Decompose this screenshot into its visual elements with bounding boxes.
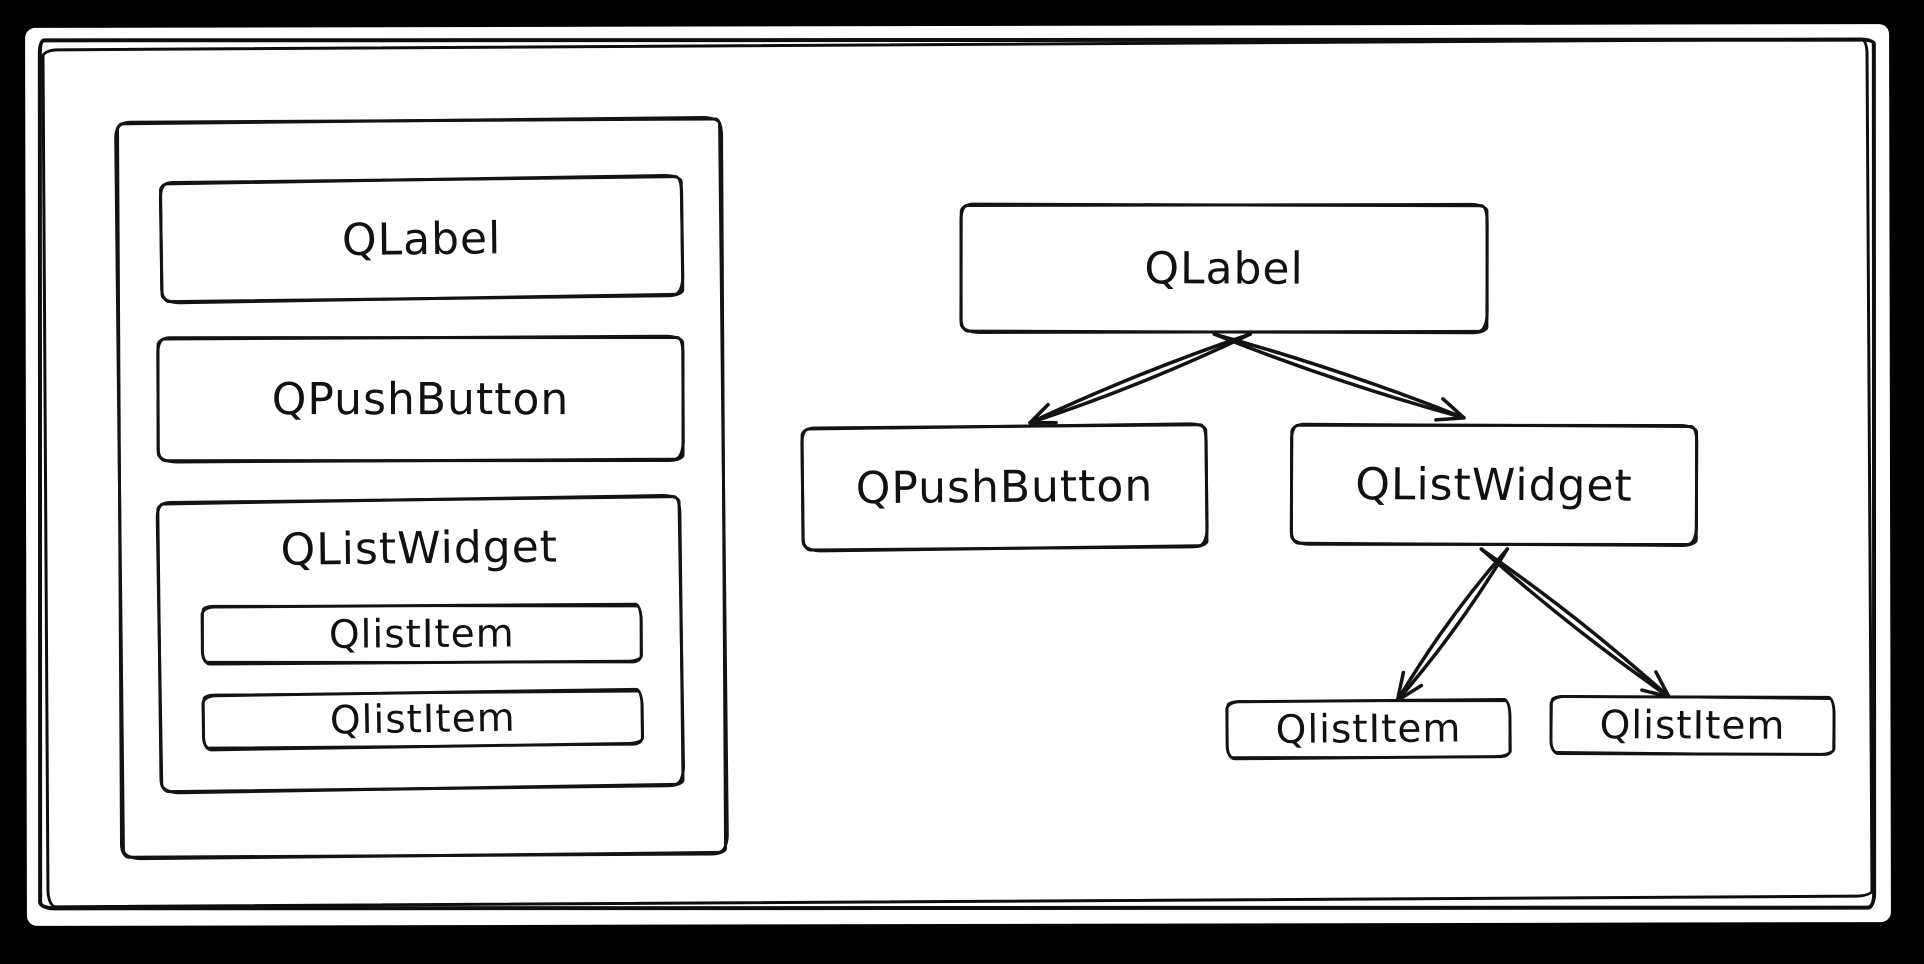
page: QLabel QPushButton QListWidget QlistItem… [25,24,1891,926]
arrow-qlistwidget-to-qlistitem-left [1395,547,1510,703]
tree-qlabel-box: QLabel [959,202,1489,335]
window-qlistitem-1: QlistItem [200,602,643,666]
window-qlistwidget-text: QListWidget [280,521,559,576]
tree-qlistitem-left-box: QlistItem [1225,697,1512,761]
tree-qlistitem-right-box: QlistItem [1549,695,1836,756]
arrowhead [1395,670,1424,703]
tree-qpushbutton-box: QPushButton [800,423,1209,552]
arrow-qlistwidget-to-qlistitem-right [1479,547,1671,699]
window-mockup: QLabel QPushButton QListWidget QlistItem… [115,117,728,859]
arrowhead [1434,397,1466,422]
window-qlistitem-2-text: QlistItem [329,695,516,744]
window-qpushbutton-text: QPushButton [271,373,570,425]
tree-qlistwidget-box: QListWidget [1289,422,1699,548]
tree-qlistitem-right-text: QlistItem [1599,702,1786,749]
window-qlistwidget-box: QListWidget QlistItem QlistItem [156,495,685,794]
arrow-qlabel-to-qpushbutton [1028,332,1253,425]
arrowhead [1028,402,1058,425]
tree-qlistitem-left-text: QlistItem [1275,705,1462,753]
arrow-qlabel-to-qlistwidget [1212,332,1466,422]
window-qlabel-text: QLabel [341,212,502,266]
window-qlabel-box: QLabel [158,175,685,304]
tree-qpushbutton-text: QPushButton [855,460,1154,515]
tree-qlabel-text: QLabel [1144,242,1304,295]
window-qlistitem-1-text: QlistItem [328,611,515,658]
tree-qlistwidget-text: QListWidget [1355,458,1633,512]
window-qpushbutton-box: QPushButton [156,336,685,463]
window-qlistitem-2: QlistItem [201,687,645,752]
arrowhead [1640,670,1671,699]
